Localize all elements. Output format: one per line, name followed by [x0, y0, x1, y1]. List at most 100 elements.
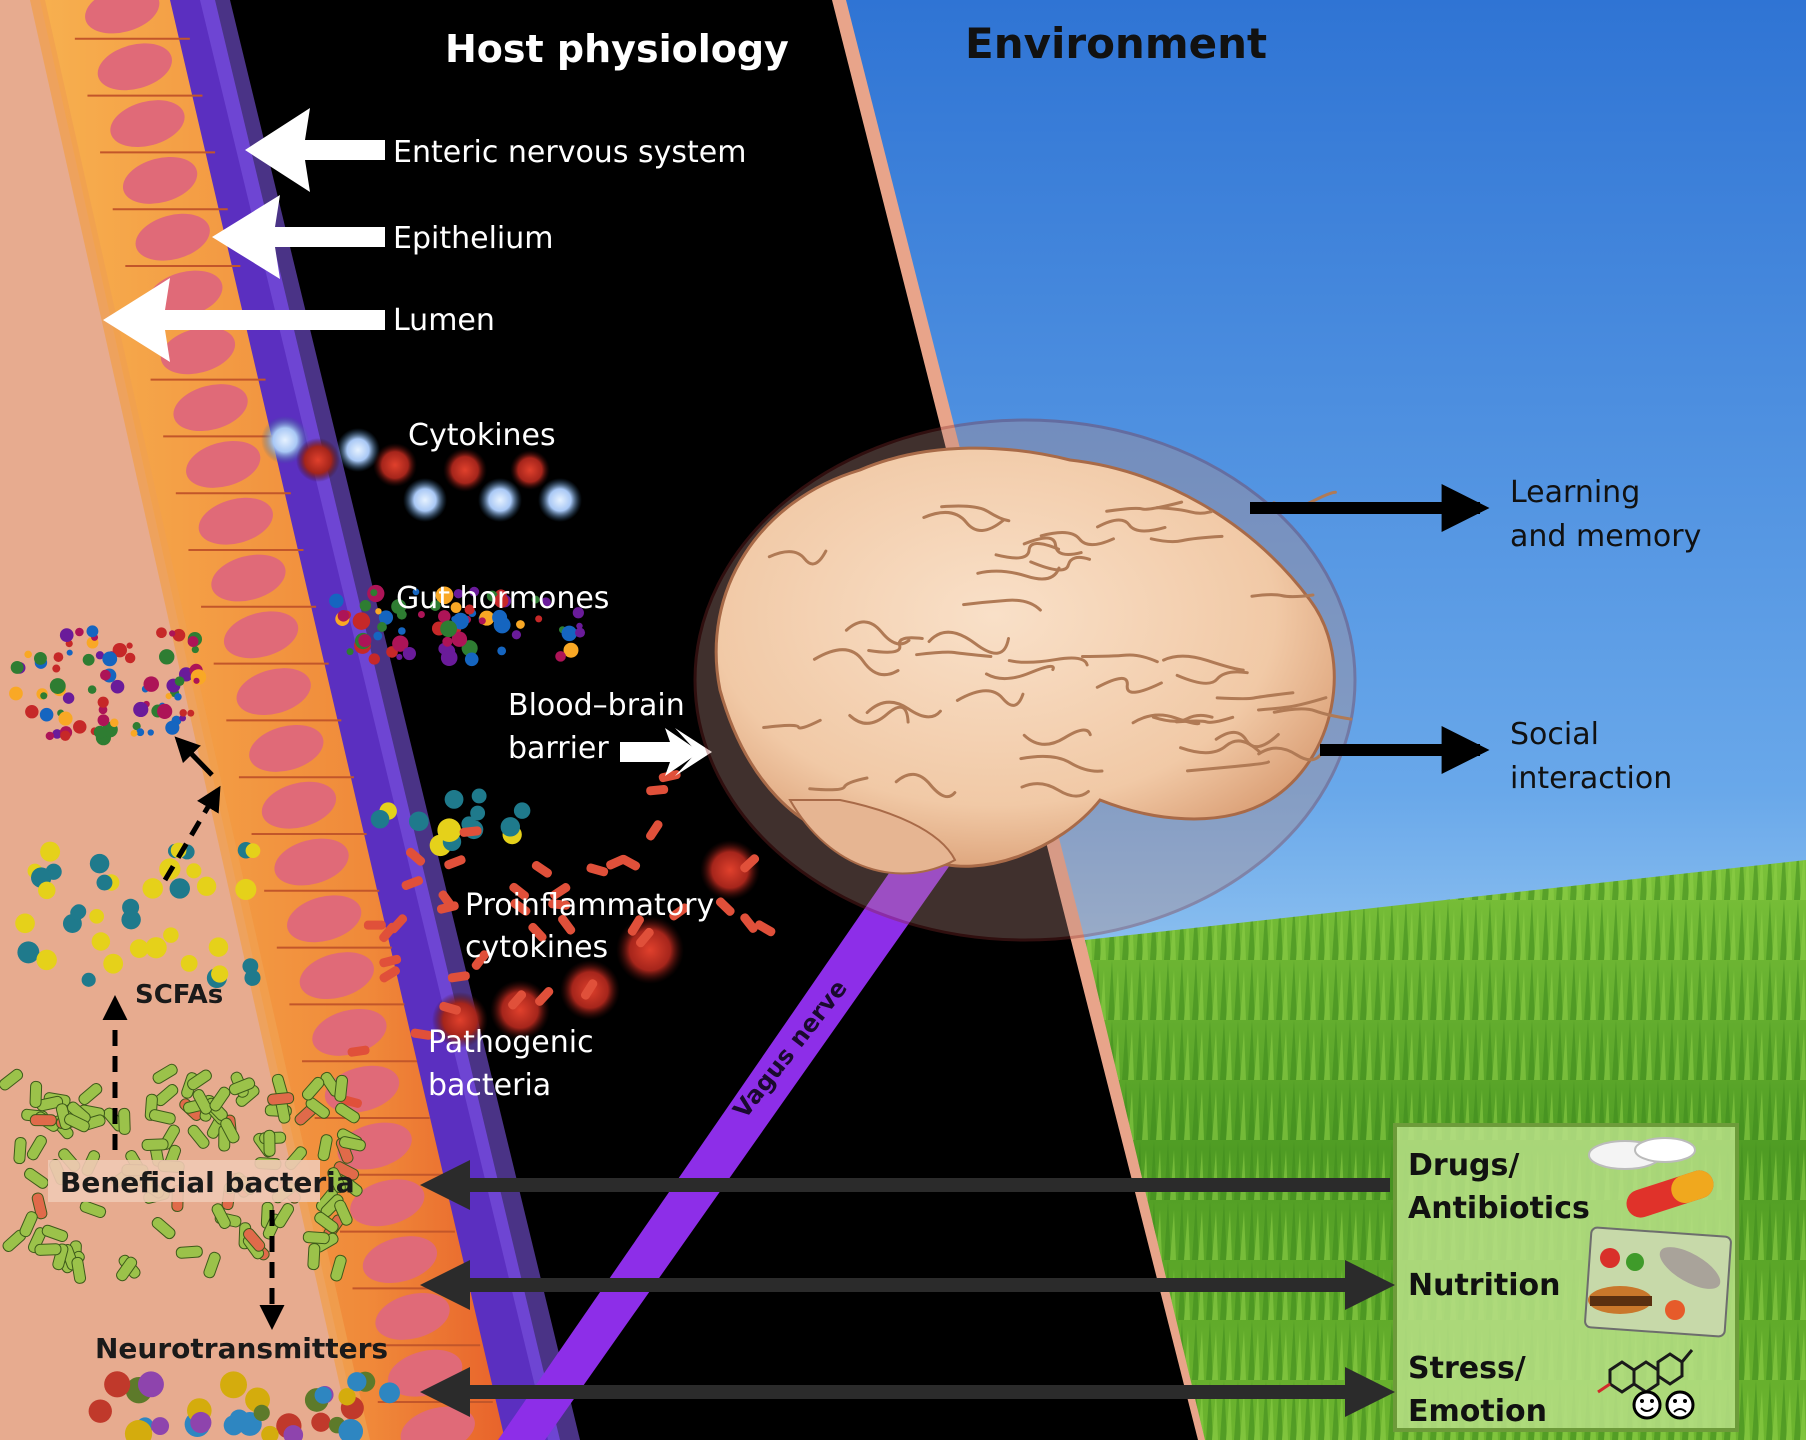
- label-drugs-line2: Antibiotics: [1408, 1191, 1590, 1226]
- bacterium-rod: [334, 1075, 348, 1102]
- molecule-dot: [88, 685, 96, 693]
- scfa-dot: [163, 927, 179, 943]
- molecule-dot: [174, 693, 181, 700]
- neurotransmitter-dot: [151, 1417, 169, 1435]
- molecule-dot: [94, 726, 107, 739]
- bacterium-rod: [264, 1130, 275, 1156]
- neurotransmitter-dot: [315, 1387, 332, 1404]
- neurotransmitter-dot: [138, 1371, 164, 1397]
- molecule-dot: [111, 680, 125, 694]
- scfa-dot: [186, 863, 201, 878]
- label-beneficial-bacteria: Beneficial bacteria: [60, 1166, 355, 1199]
- label-nutrition: Nutrition: [1408, 1268, 1560, 1303]
- molecule-dot: [87, 625, 99, 637]
- label-cytokines: Cytokines: [408, 418, 556, 453]
- label-proinflammatory-line1: Proinflammatory: [465, 888, 714, 923]
- molecule-dot: [100, 670, 111, 681]
- label-neurotransmitters: Neurotransmitters: [95, 1332, 388, 1365]
- molecule-dot: [54, 652, 64, 662]
- smiley-icon: [1634, 1392, 1660, 1418]
- scfa-dot: [121, 910, 140, 929]
- scfa-dot: [103, 954, 123, 974]
- molecule-dot: [60, 628, 74, 642]
- molecule-dot: [169, 630, 175, 636]
- molecule-dot: [25, 705, 38, 718]
- bacterium-rod: [14, 1137, 27, 1164]
- hormone-dot: [497, 646, 506, 655]
- molecule-dot: [63, 692, 74, 703]
- scfa-dot: [197, 877, 216, 896]
- hormone-dot: [370, 589, 377, 596]
- hormone-dot: [555, 651, 566, 662]
- molecule-dot: [143, 676, 159, 692]
- scfa-dot: [70, 906, 85, 921]
- hormone-dot: [353, 612, 370, 629]
- scfa-dot: [170, 878, 190, 898]
- hormone-dot: [403, 647, 416, 660]
- molecule-dot: [98, 714, 110, 726]
- molecule-dot: [83, 654, 95, 666]
- molecule-dot: [11, 661, 24, 674]
- molecule-dot: [157, 704, 172, 719]
- bacterium-rod: [30, 1115, 56, 1126]
- hormone-dot: [329, 594, 343, 608]
- molecule-dot: [125, 653, 135, 663]
- hormone-dot: [358, 634, 371, 647]
- molecule-dot: [159, 649, 174, 664]
- scfa-dot: [244, 970, 260, 986]
- hormone-dot: [441, 649, 458, 666]
- hormone-dot: [369, 653, 380, 664]
- label-pathogenic-line2: bacteria: [428, 1068, 551, 1103]
- molecule-dot: [175, 676, 185, 686]
- molecule-dot: [24, 651, 32, 659]
- molecule-dot: [187, 710, 194, 717]
- molecule-dot: [50, 678, 66, 694]
- molecule-dot: [165, 721, 179, 735]
- molecule-dot: [98, 697, 109, 708]
- hormone-dot: [512, 630, 521, 639]
- label-proinflammatory-line2: cytokines: [465, 930, 608, 965]
- scfa-dot: [235, 879, 256, 900]
- molecule-dot: [34, 652, 47, 665]
- bacterium-rod: [267, 1092, 294, 1105]
- molecule-dot: [192, 646, 199, 653]
- label-emotion-line2: Emotion: [1408, 1394, 1547, 1429]
- bacterium-rod: [142, 1139, 168, 1151]
- molecule-dot: [188, 636, 199, 647]
- molecule-dot: [133, 702, 148, 717]
- neurotransmitter-dot: [338, 1388, 355, 1405]
- scfa-dot: [40, 842, 60, 862]
- label-gut-hormones: Gut hormones: [396, 581, 609, 616]
- molecule-dot: [52, 665, 60, 673]
- neurotransmitter-dot: [190, 1412, 211, 1433]
- label-social-line1: Social: [1510, 717, 1599, 752]
- scfa-dot: [36, 950, 56, 970]
- neurotransmitter-dot: [311, 1413, 330, 1432]
- neurotransmitter-dot: [89, 1400, 112, 1423]
- hormone-dot: [398, 627, 406, 635]
- title-environment: Environment: [965, 19, 1267, 68]
- scfa-dot: [92, 932, 110, 950]
- label-lumen: Lumen: [393, 303, 495, 338]
- hormone-dot: [562, 626, 577, 641]
- molecule-dot: [126, 643, 132, 649]
- scfa-dot: [15, 913, 35, 933]
- bacterium-rod: [30, 1081, 42, 1107]
- frowny-icon: [1667, 1392, 1693, 1418]
- label-social-line2: interaction: [1510, 761, 1672, 796]
- scfa-dot: [437, 818, 461, 842]
- scfa-dot: [470, 806, 485, 821]
- hormone-dot: [360, 600, 371, 611]
- hormone-dot: [338, 610, 350, 622]
- label-learning-line1: Learning: [1510, 475, 1640, 510]
- hormone-dot: [442, 637, 452, 647]
- bacterium-rod: [176, 1246, 203, 1259]
- molecule-dot: [73, 720, 86, 733]
- molecule-dot: [40, 708, 54, 722]
- scfa-dot: [371, 810, 390, 829]
- neurotransmitter-dot: [104, 1371, 130, 1397]
- molecule-dot: [110, 719, 119, 728]
- label-scfas: SCFAs: [135, 980, 223, 1010]
- neurotransmitter-dot: [220, 1371, 247, 1398]
